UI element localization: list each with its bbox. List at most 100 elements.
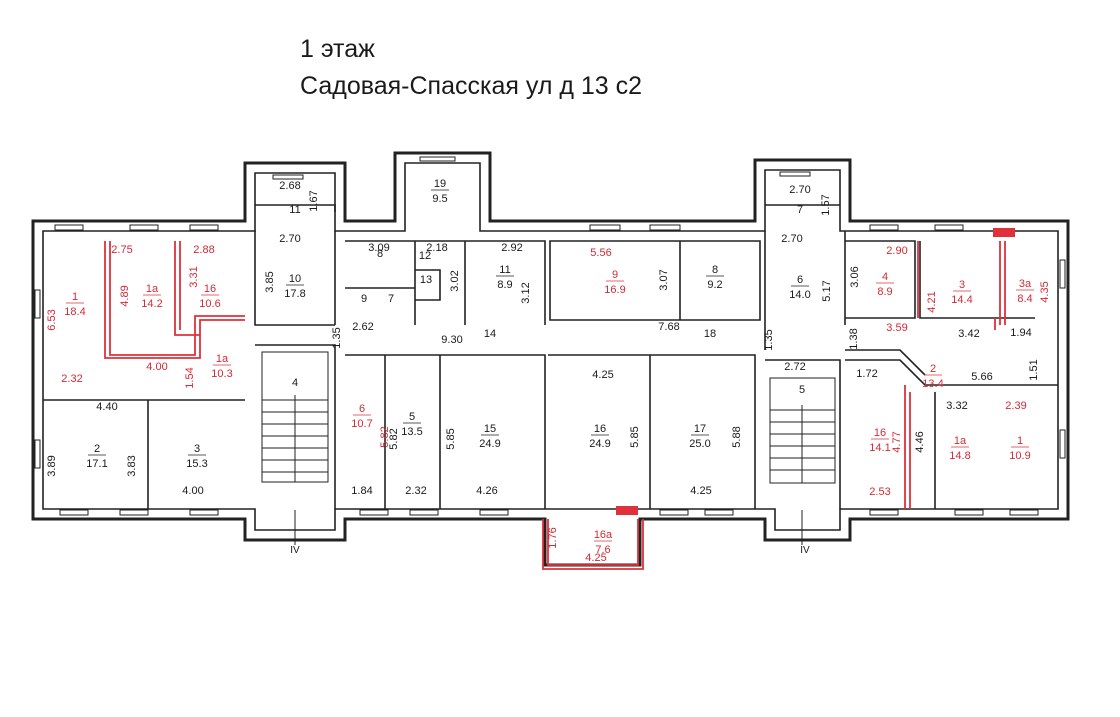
room-area: 18.4 (64, 306, 85, 318)
interior-walls (43, 204, 1058, 509)
room-area: 14.8 (949, 450, 970, 462)
stairs-right (769, 377, 836, 545)
room-label: 13 (420, 274, 432, 286)
room-label: 9 (361, 293, 367, 305)
dimension-label: 3.83 (126, 455, 138, 476)
room-area: 14.2 (141, 298, 162, 310)
dimension-label: 2.32 (405, 485, 426, 497)
plan-title-block: 1 этаж Садовая-Спасская ул д 13 с2 (300, 32, 642, 106)
room-number: 3 (959, 279, 965, 291)
room-number: 1а (216, 353, 229, 365)
address-title: Садовая-Спасская ул д 13 с2 (300, 72, 643, 100)
room-label: 1а 14.8 (949, 435, 970, 462)
outer-wall-contour (31, 151, 1070, 567)
dimension-label: 4.26 (476, 485, 497, 497)
inner-outer-contour (42, 162, 1059, 531)
room-number: 11 (289, 204, 300, 216)
windows (34, 156, 1066, 516)
dimension-label: 5.56 (590, 247, 611, 259)
dimension-label: 7.68 (658, 321, 679, 333)
room-label: 199.5 (431, 178, 449, 205)
room-area: 15.3 (186, 458, 207, 470)
room-label: 14 (484, 328, 496, 340)
outer-walls (31, 151, 1070, 567)
room-label: 118.9 (496, 264, 514, 291)
room-area: 10.3 (211, 368, 232, 380)
dimension-label: 5.66 (971, 371, 992, 383)
hatched-block (616, 506, 638, 515)
stair-labels: IV IV (290, 545, 810, 556)
room-number: 13 (420, 274, 432, 286)
room-area: 16.9 (604, 284, 625, 296)
room-number: 17 (694, 423, 706, 435)
room-area: 17.8 (284, 288, 305, 300)
room-number: 1а (146, 283, 159, 295)
dimension-label: 2.70 (279, 233, 300, 245)
room-label: 213.4 (922, 363, 943, 390)
dimension-label: 5.82 (379, 426, 391, 447)
room-number: 16 (204, 283, 216, 295)
dimension-label: 1.84 (351, 485, 372, 497)
room-label: 110.9 (1009, 435, 1030, 462)
dimension-label: 1.35 (763, 329, 775, 350)
dimension-label: 5.82 (388, 428, 400, 449)
dimension-label: 2.53 (869, 486, 890, 498)
room-area: 14.0 (789, 289, 810, 301)
room-number: 16 (874, 427, 886, 439)
room-area: 9.2 (707, 279, 722, 291)
dimension-label: 2.18 (426, 242, 447, 254)
room-area: 17.1 (86, 458, 107, 470)
room-area: 24.9 (589, 438, 610, 450)
dimension-label: 3.32 (946, 400, 967, 412)
dimension-label: 1.94 (1010, 327, 1031, 339)
room-label: 12 (419, 250, 431, 262)
room-label: 217.1 (86, 443, 107, 470)
dimension-label: 5.85 (629, 426, 641, 447)
dimension-label: 3.89 (46, 455, 58, 476)
floor-title: 1 этаж (300, 35, 375, 63)
dimension-label: 1.72 (856, 368, 877, 380)
dimension-label: 5.85 (445, 428, 457, 449)
dimension-label: 3.02 (449, 270, 461, 291)
dimension-label: 4.25 (690, 485, 711, 497)
room-number: 6 (797, 274, 803, 286)
room-number: 1а (954, 435, 967, 447)
room-label: 1а 14.2 (141, 283, 162, 310)
room-number: 5 (799, 384, 805, 396)
room-area: 13.5 (401, 426, 422, 438)
dimension-label: 3.06 (849, 266, 861, 287)
room-number: 8 (377, 248, 383, 260)
stair-label: IV (800, 545, 810, 556)
hatched-block (993, 228, 1015, 237)
room-label: 7 (797, 204, 803, 216)
room-area: 10.6 (199, 298, 220, 310)
room-label: 916.9 (604, 269, 625, 296)
dimension-label: 5.88 (731, 426, 743, 447)
room-label: 48.9 (876, 271, 894, 298)
dimension-label: 1.35 (331, 327, 343, 348)
room-number: 12 (419, 250, 431, 262)
dimension-label: 4.46 (914, 431, 926, 452)
room-label: 8 (377, 248, 383, 260)
room-number: 2 (930, 363, 936, 375)
dimension-label: 3.85 (264, 271, 276, 292)
room-number: 4 (292, 377, 298, 389)
room-label: 7 (388, 293, 394, 305)
room-labels: 118.41а14.21610.61а10.3217.1315.3111017.… (64, 178, 1034, 556)
room-label: 3а8.4 (1016, 278, 1034, 305)
dimension-label: 2.90 (886, 245, 907, 257)
dimension-label: 1.57 (820, 194, 832, 215)
room-area: 24.9 (479, 438, 500, 450)
dimension-label: 2.92 (501, 242, 522, 254)
dimension-label: 2.39 (1005, 400, 1026, 412)
dimension-label: 1.51 (1028, 359, 1040, 380)
dimension-label: 9.30 (441, 334, 462, 346)
room-number: 8 (712, 264, 718, 276)
room-number: 9 (612, 269, 618, 281)
stair-label: IV (290, 545, 300, 556)
room-label: 11 (289, 204, 300, 216)
